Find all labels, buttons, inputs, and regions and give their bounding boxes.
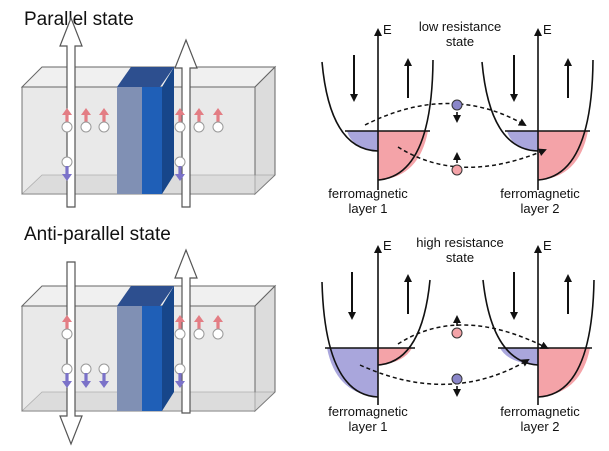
barrier-dark xyxy=(142,306,162,411)
bottom-layer2-line1: ferromagnetic xyxy=(500,404,580,419)
top-left-axis-label: E xyxy=(383,22,392,37)
bottom-layer2-line2: layer 2 xyxy=(520,419,560,434)
band-up-fill xyxy=(378,131,428,180)
bottom-left-axis-label: E xyxy=(383,238,392,253)
barrier-side xyxy=(162,286,174,411)
antiparallel-state-title: Anti-parallel state xyxy=(24,224,171,245)
tunneling-path-down xyxy=(364,102,527,126)
low-resistance-band-diagram xyxy=(321,28,594,190)
tunneling-path-down xyxy=(359,358,530,385)
band-up-fill xyxy=(538,131,588,180)
bottom-state-label: high resistance state xyxy=(400,235,520,265)
tunneling-path-up xyxy=(397,146,547,169)
electron-spin-up xyxy=(451,164,463,176)
barrier-top xyxy=(117,67,174,87)
parallel-state-title: Parallel state xyxy=(24,9,134,30)
bottom-layer1-label: ferromagnetic layer 1 xyxy=(318,404,418,434)
barrier-side xyxy=(162,67,174,194)
top-state-line1: low resistance xyxy=(418,19,502,34)
band-up-curve xyxy=(377,279,431,366)
antiparallel-device xyxy=(20,248,277,446)
band-down-fill xyxy=(500,348,538,365)
top-layer2-label: ferromagnetic layer 2 xyxy=(490,186,590,216)
bottom-layer1-line2: layer 1 xyxy=(348,419,388,434)
bottom-right-axis-label: E xyxy=(543,238,552,253)
band-up-curve xyxy=(537,59,594,181)
electron-spin-down xyxy=(451,373,463,385)
band-down-curve xyxy=(321,281,379,398)
band-down-fill xyxy=(347,131,378,151)
barrier-light xyxy=(117,306,142,411)
band-up-fill xyxy=(378,348,412,365)
high-resistance-band-diagram xyxy=(321,245,595,405)
barrier-light xyxy=(117,87,142,194)
magnetization-up-arrow-left xyxy=(59,16,83,208)
barrier-top xyxy=(117,286,174,306)
band-down-fill xyxy=(327,348,378,397)
top-state-label: low resistance state xyxy=(400,19,520,49)
electron-spin-up xyxy=(451,327,463,339)
top-layer1-line2: layer 1 xyxy=(348,201,388,216)
bottom-state-line2: state xyxy=(445,250,475,265)
tunneling-path-up xyxy=(397,324,549,349)
bottom-state-line1: high resistance xyxy=(416,235,504,250)
top-layer1-line1: ferromagnetic xyxy=(328,186,408,201)
top-layer2-line2: layer 2 xyxy=(520,201,560,216)
parallel-device xyxy=(20,16,277,208)
top-state-line2: state xyxy=(445,34,475,49)
magnetization-up-arrow-right xyxy=(174,38,198,208)
band-up-curve xyxy=(377,59,434,181)
bottom-layer1-line1: ferromagnetic xyxy=(328,404,408,419)
magnetization-down-arrow-left xyxy=(59,261,83,446)
electron-spin-down xyxy=(451,99,463,111)
band-down-curve xyxy=(321,61,379,152)
band-up-curve xyxy=(537,279,595,398)
magnetization-up-arrow-right xyxy=(174,248,198,414)
top-right-axis-label: E xyxy=(543,22,552,37)
band-up-fill xyxy=(538,348,590,397)
barrier-dark xyxy=(142,87,162,194)
band-down-fill xyxy=(507,131,538,151)
top-layer2-line1: ferromagnetic xyxy=(500,186,580,201)
bottom-layer2-label: ferromagnetic layer 2 xyxy=(490,404,590,434)
top-layer1-label: ferromagnetic layer 1 xyxy=(318,186,418,216)
band-down-curve xyxy=(481,61,539,152)
